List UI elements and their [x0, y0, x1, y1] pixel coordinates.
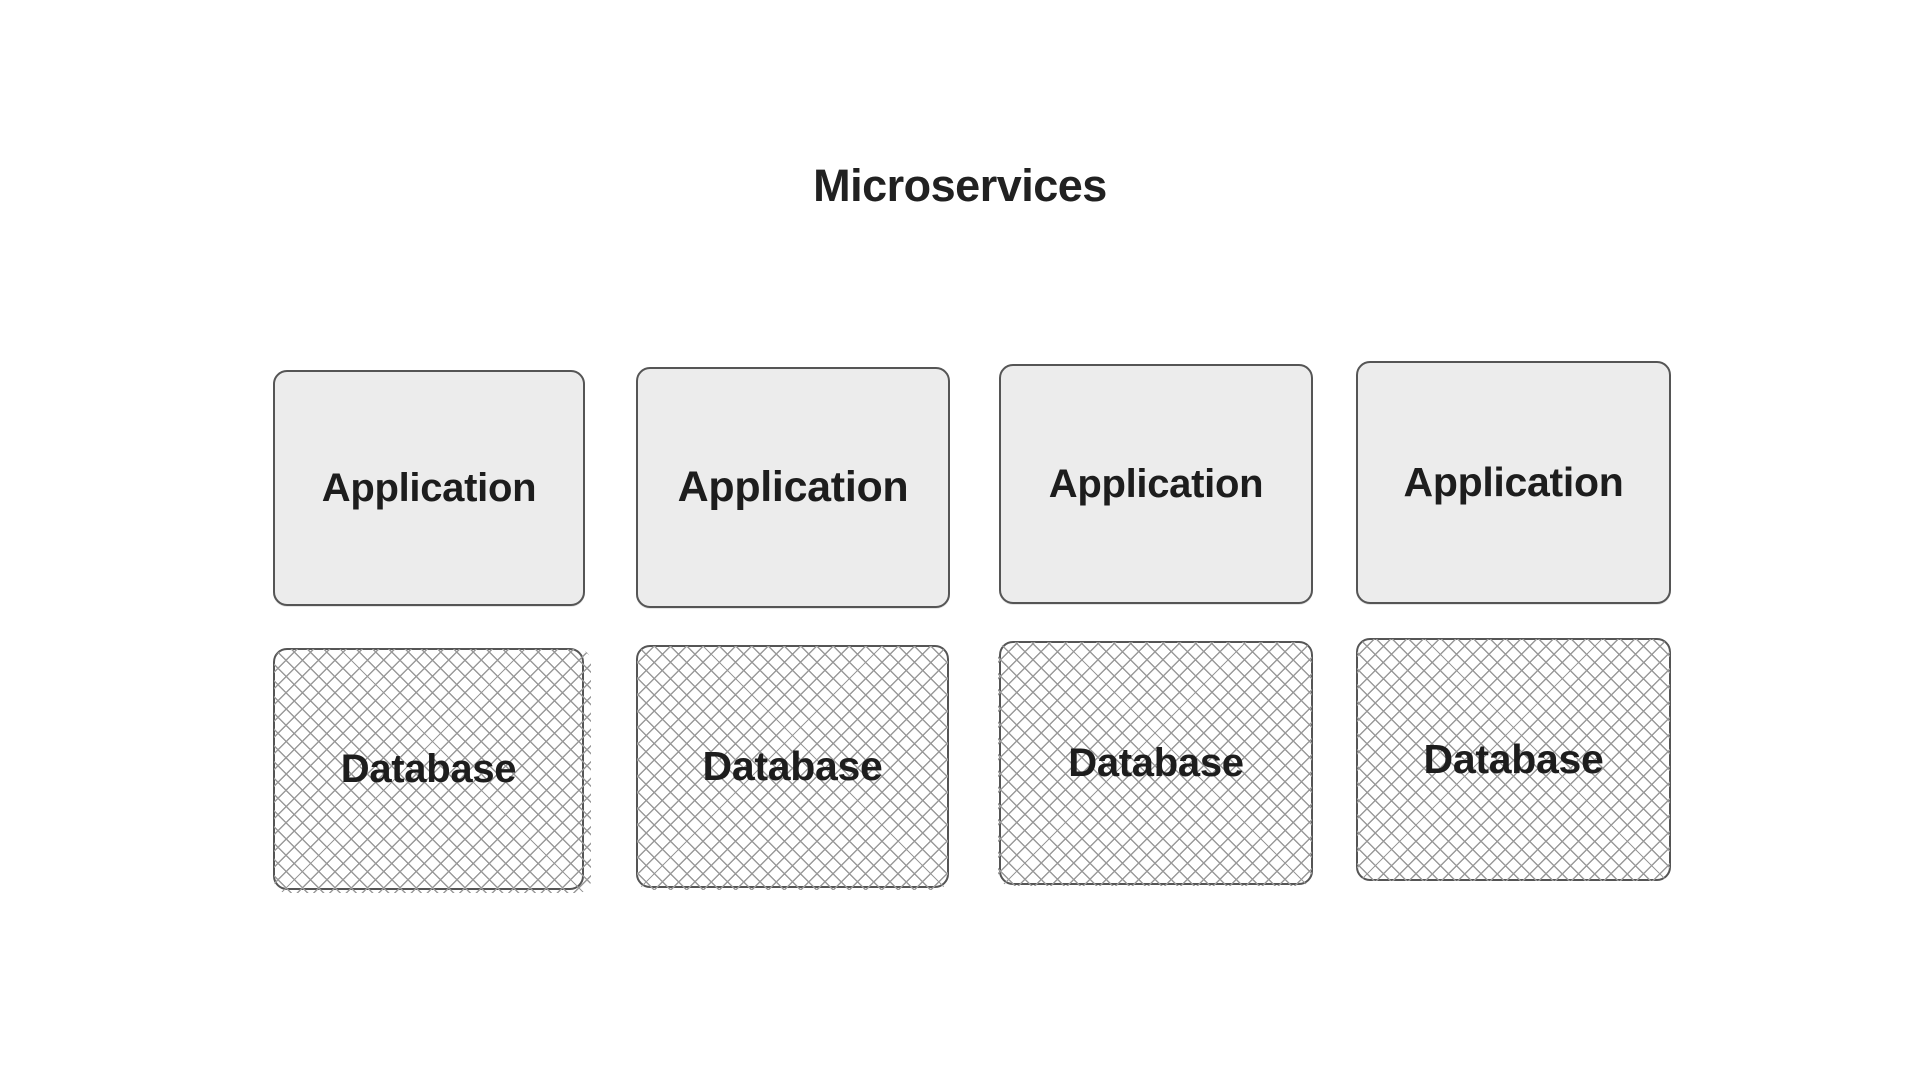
database-node-label: Database [1423, 735, 1604, 782]
application-node-1[interactable]: Application [273, 370, 585, 606]
application-node-label: Application [677, 462, 909, 511]
application-node-label: Application [321, 466, 537, 510]
application-node-4[interactable]: Application [1356, 361, 1671, 604]
application-node-2[interactable]: Application [636, 367, 950, 608]
database-node-3[interactable]: Database [998, 641, 1313, 886]
database-node-label: Database [1068, 741, 1244, 785]
database-node-4[interactable]: Database [1356, 638, 1671, 881]
application-node-label: Application [1403, 458, 1624, 505]
database-node-label: Database [702, 742, 883, 789]
database-node-2[interactable]: Database [636, 645, 949, 890]
application-node-label: Application [1048, 462, 1264, 506]
database-node-1[interactable]: Database [273, 648, 591, 893]
database-node-label: Database [340, 747, 517, 791]
application-node-3[interactable]: Application [999, 364, 1313, 604]
page-title: Microservices [813, 160, 1107, 211]
